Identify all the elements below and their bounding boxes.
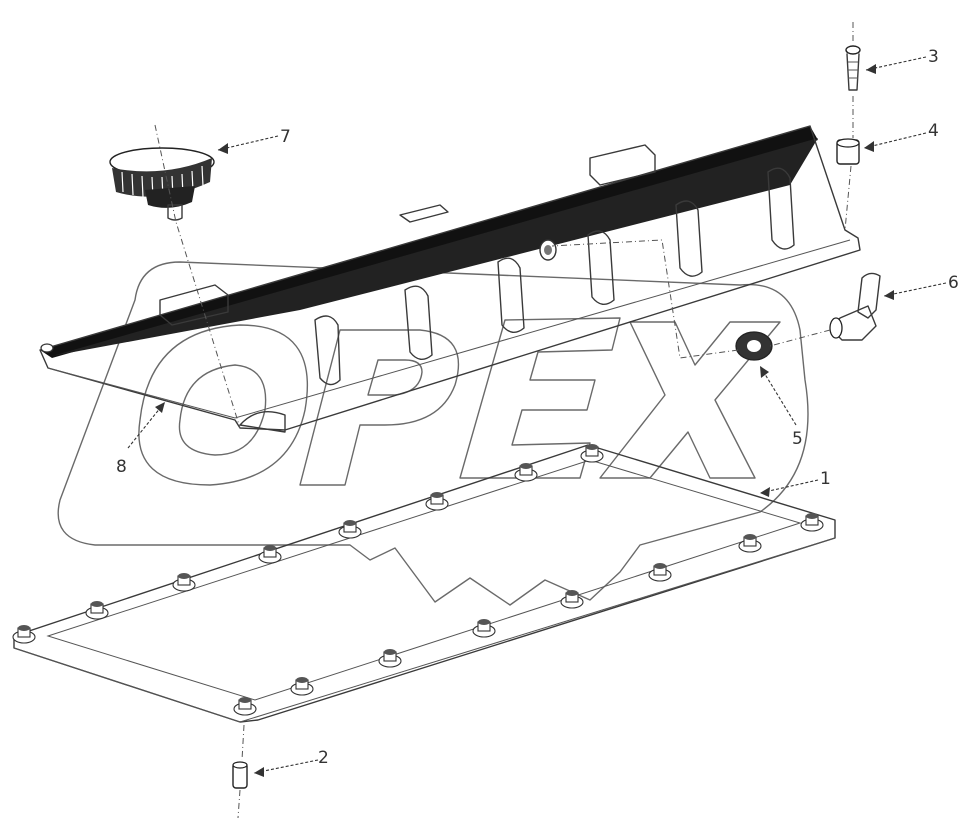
gasket-bolt-boss	[472, 619, 496, 638]
watermark-letter-e	[459, 317, 621, 479]
cover-rib-6	[767, 167, 795, 250]
cover-flange-line	[47, 239, 851, 419]
cap-stem	[145, 186, 195, 208]
gasket-bolt-boss	[12, 625, 36, 644]
callout-5-leader	[759, 365, 797, 426]
cover-oil-hole-inner	[544, 245, 552, 255]
dowel-top	[232, 761, 248, 769]
callout-6-label: 6	[948, 273, 959, 293]
gasket-bolt-boss	[738, 534, 762, 553]
callout-7-arrowhead	[218, 143, 228, 154]
gasket-bolt-boss	[580, 444, 604, 463]
watermark-letter-o	[138, 324, 309, 486]
callout-5-label: 5	[792, 429, 803, 449]
cover-rib-5	[675, 200, 703, 277]
bolt-thread-lines	[848, 61, 858, 79]
cover-gasket	[13, 444, 836, 723]
cover-top-band-lower	[52, 138, 818, 356]
callout-1-label: 1	[820, 469, 831, 489]
callout-1-arrowhead	[760, 487, 770, 497]
cover-rib-2	[404, 285, 433, 360]
gasket-bolt-boss	[258, 545, 282, 564]
callout-4-arrowhead	[864, 141, 874, 152]
bolt-shank	[846, 53, 860, 91]
spacer-top	[836, 138, 860, 148]
bolt-axis-line	[844, 22, 854, 231]
gasket-bolt-boss	[85, 601, 109, 620]
gasket-bolt-boss	[648, 563, 672, 582]
callout-8-label: 8	[116, 457, 127, 477]
bolt-spacer-group	[836, 22, 861, 231]
fitting-axis-line	[551, 239, 831, 359]
gasket-bolt-boss	[338, 520, 362, 539]
callout-6-leader	[883, 282, 947, 297]
dowel-axis-line	[237, 724, 245, 819]
elbow-tube	[857, 272, 881, 319]
callout-3-label: 3	[928, 47, 939, 67]
gasket-bolt-boss	[425, 492, 449, 511]
gasket-inner	[46, 459, 802, 701]
nut-hole	[747, 340, 761, 352]
gasket-bolt-boss	[800, 513, 824, 532]
watermark-letter-p	[299, 329, 460, 486]
callout-4-label: 4	[928, 121, 939, 141]
cover-pad-2	[589, 144, 656, 186]
gasket-bolt-boss	[172, 573, 196, 592]
cover-rib-1	[314, 315, 341, 386]
callout-2-leader	[253, 759, 319, 774]
dowel-pin	[232, 724, 248, 819]
cap-thread	[167, 204, 183, 221]
gasket-bolt-boss	[514, 463, 538, 482]
breather-fitting-group	[551, 239, 881, 361]
callout-4-leader	[863, 132, 927, 149]
cover-body-outline	[39, 125, 861, 431]
callout-2-label: 2	[318, 748, 329, 768]
cover-pad-3	[399, 204, 449, 223]
watermark-outline	[57, 261, 809, 606]
cover-rib-4	[587, 230, 615, 305]
cover-top-band	[40, 126, 818, 358]
cover-pad-1	[159, 284, 229, 326]
gasket-outer	[13, 444, 836, 723]
valve-cover	[39, 125, 861, 433]
gasket-bolt-boss	[560, 590, 584, 609]
cover-boss	[239, 411, 286, 433]
callout-6-arrowhead	[884, 290, 894, 300]
gasket-bolt-boss	[233, 697, 257, 716]
cover-corner-boss	[40, 343, 54, 353]
gasket-bolt-boss	[290, 677, 314, 696]
cover-rib-3	[497, 257, 525, 333]
elbow-port	[829, 317, 843, 339]
gasket-bolt-boss	[378, 649, 402, 668]
cap-axis-line	[154, 124, 241, 429]
callout-2-arrowhead	[254, 767, 264, 777]
cap-knurl-lines	[121, 165, 204, 199]
callout-7-label: 7	[280, 127, 291, 147]
bolt-head	[845, 45, 861, 55]
gasket-bolt-bosses	[12, 444, 824, 716]
callouts: 1 2 3 4 5 6 7 8	[116, 47, 959, 777]
callout-3-arrowhead	[866, 64, 876, 74]
callout-5-arrowhead	[760, 366, 769, 378]
callout-8-arrowhead	[155, 402, 165, 413]
oil-filler-cap	[109, 124, 241, 429]
gasket-edge	[13, 537, 836, 723]
